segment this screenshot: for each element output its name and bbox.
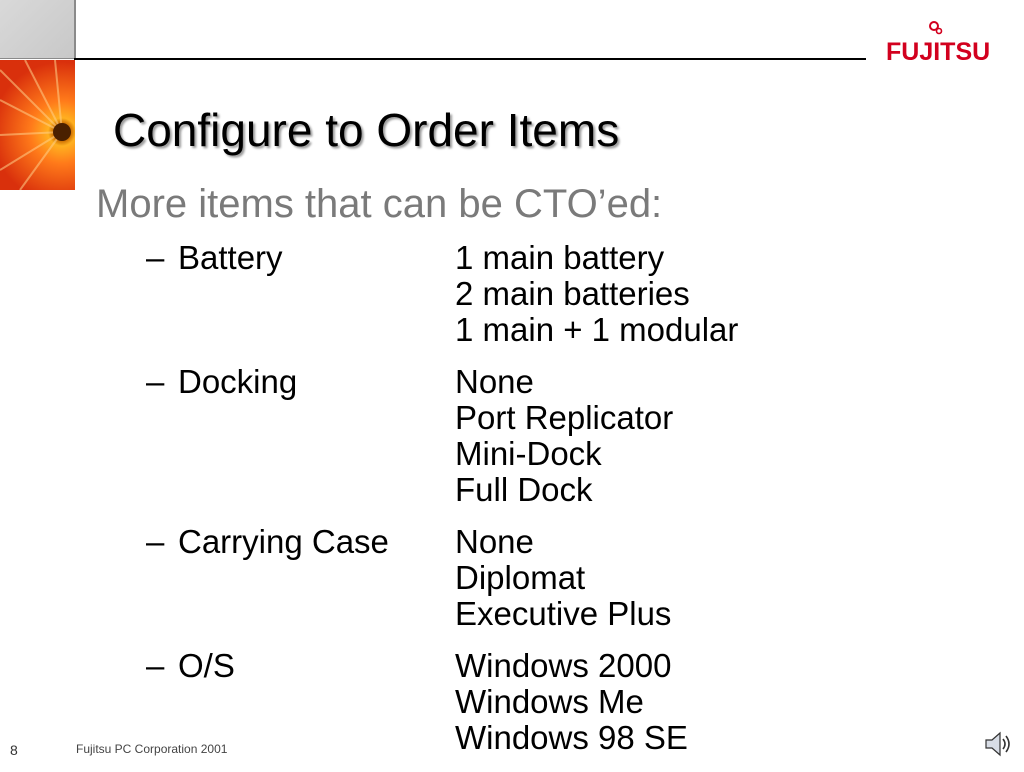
- list-item-docking: –Docking None Port Replicator Mini-Dock …: [146, 364, 906, 508]
- option-text: 2 main batteries: [455, 275, 690, 312]
- footer-text: Fujitsu PC Corporation 2001: [76, 742, 228, 756]
- option-list: None Port Replicator Mini-Dock Full Dock: [455, 364, 673, 508]
- speaker-icon[interactable]: [982, 728, 1014, 760]
- option-text: Windows 98 SE: [455, 719, 688, 756]
- option-text: Full Dock: [455, 471, 593, 508]
- fujitsu-logo: FUJITSU: [884, 18, 994, 68]
- list-item-os: –O/S Windows 2000 Windows Me Windows 98 …: [146, 648, 906, 756]
- cto-items-list: –Battery 1 main battery 2 main batteries…: [146, 240, 906, 772]
- dash-bullet: –: [146, 239, 165, 276]
- option-text: Port Replicator: [455, 399, 674, 436]
- dash-bullet: –: [146, 363, 165, 400]
- option-text: 1 main battery: [455, 239, 665, 276]
- option-list: 1 main battery 2 main batteries 1 main +…: [455, 240, 738, 348]
- corner-decoration: [0, 0, 76, 59]
- item-label: –Carrying Case: [146, 523, 389, 560]
- svg-text:FUJITSU: FUJITSU: [886, 38, 990, 66]
- option-text: Windows Me: [455, 683, 644, 720]
- header-rule: [74, 58, 866, 60]
- option-text: None: [455, 363, 534, 400]
- dash-bullet: –: [146, 647, 165, 684]
- option-text: Executive Plus: [455, 595, 672, 632]
- option-list: Windows 2000 Windows Me Windows 98 SE: [455, 648, 688, 756]
- option-text: Windows 2000: [455, 647, 672, 684]
- dash-bullet: –: [146, 523, 165, 560]
- option-text: Mini-Dock: [455, 435, 602, 472]
- option-text: None: [455, 523, 534, 560]
- list-item-carrying-case: –Carrying Case None Diplomat Executive P…: [146, 524, 906, 632]
- list-item-battery: –Battery 1 main battery 2 main batteries…: [146, 240, 906, 348]
- option-text: Diplomat: [455, 559, 586, 596]
- page-number: 8: [10, 742, 18, 758]
- flower-image: [0, 60, 75, 190]
- option-list: None Diplomat Executive Plus: [455, 524, 671, 632]
- item-label: –O/S: [146, 647, 235, 684]
- item-label: –Battery: [146, 239, 283, 276]
- item-label: –Docking: [146, 363, 298, 400]
- option-text: 1 main + 1 modular: [455, 311, 739, 348]
- slide-subtitle: More items that can be CTO’ed:: [96, 182, 663, 226]
- slide-title: Configure to Order Items: [113, 104, 620, 156]
